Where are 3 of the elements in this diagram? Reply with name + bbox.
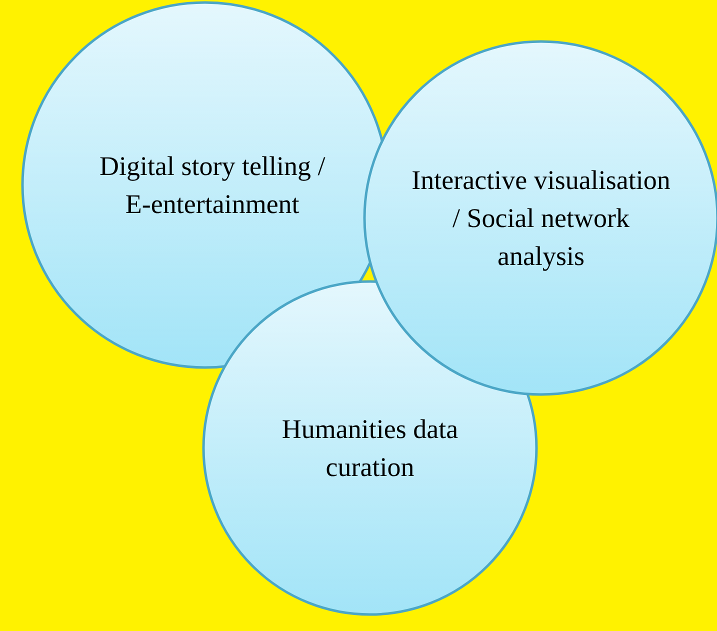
circle-label: Interactive visualisation / Social network analysis	[410, 164, 672, 273]
circle-label: Digital story telling / E-entertainment	[98, 150, 326, 221]
circle-label: Humanities data curation	[280, 413, 460, 484]
